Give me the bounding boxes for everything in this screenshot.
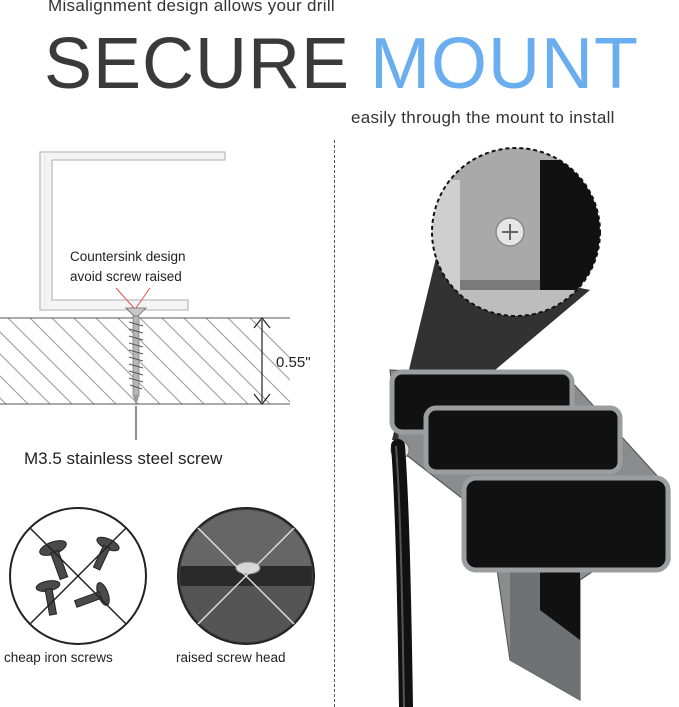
- mount-product-illustration: [389, 147, 671, 707]
- wall-hatch: [0, 318, 290, 404]
- top-tagline: Misalignment design allows your drill: [48, 0, 335, 15]
- countersink-line2: avoid screw raised: [70, 269, 182, 284]
- sub-tagline: easily through the mount to install: [351, 108, 615, 127]
- raised-head-caption: raised screw head: [176, 650, 286, 665]
- raised-head-image: [177, 507, 315, 645]
- cross-section-diagram: [0, 151, 290, 440]
- headline-secure: SECURE: [44, 24, 351, 104]
- cheap-screws-image: [9, 507, 147, 645]
- cheap-screws-caption: cheap iron screws: [4, 650, 113, 665]
- screw-label: M3.5 stainless steel screw: [24, 449, 223, 468]
- dashed-divider: [334, 140, 335, 707]
- countersink-line1: Countersink design: [70, 249, 186, 264]
- mount-profile: [39, 151, 226, 311]
- screw: [125, 307, 147, 406]
- zoom-detail: [432, 148, 600, 316]
- dimension-arrow: [253, 317, 271, 405]
- measurement-label: 0.55": [276, 354, 311, 371]
- countersink-label: Countersink design avoid screw raised: [70, 247, 210, 287]
- headline-mount: MOUNT: [370, 24, 640, 104]
